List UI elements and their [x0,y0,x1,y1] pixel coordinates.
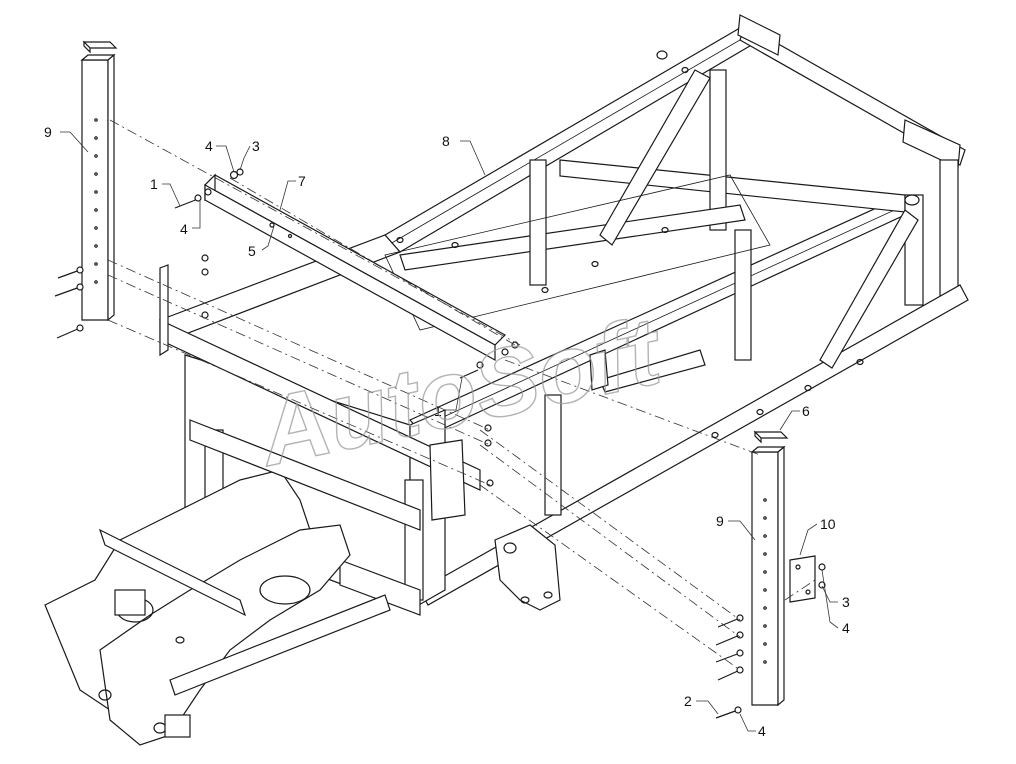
callout-8: 8 [442,133,450,149]
left-bolts [54,266,84,339]
left-front-beam [159,264,481,531]
callout-4-left: 4 [180,221,188,237]
callout-1-center: 1 [434,403,442,419]
right-bolts [715,563,826,719]
left-post-9 [80,40,118,322]
callout-4-top: 4 [205,138,213,154]
plate-10 [789,555,816,603]
leader-lines [60,131,839,732]
panel-bracket [429,349,609,521]
callout-7: 7 [298,173,306,189]
callout-9-right: 9 [716,513,724,529]
callout-1-left: 1 [150,176,158,192]
callout-3-right: 3 [842,594,850,610]
small-hardware [174,168,519,487]
callout-9-left: 9 [44,124,52,140]
beam-7 [204,173,506,362]
callout-labels: 9 4 3 1 4 7 5 8 1 6 9 10 3 4 2 4 [44,124,850,739]
callout-10: 10 [820,516,836,532]
hitch-plates [44,469,391,746]
callout-4-bottom: 4 [758,723,766,739]
callout-4-right: 4 [842,620,850,636]
callout-2: 2 [684,693,692,709]
center-bracket [494,524,561,611]
right-post-9 [750,430,789,707]
assembly-lines [107,119,816,671]
callout-3-top: 3 [252,138,260,154]
callout-6: 6 [802,403,810,419]
callout-5: 5 [248,243,256,259]
